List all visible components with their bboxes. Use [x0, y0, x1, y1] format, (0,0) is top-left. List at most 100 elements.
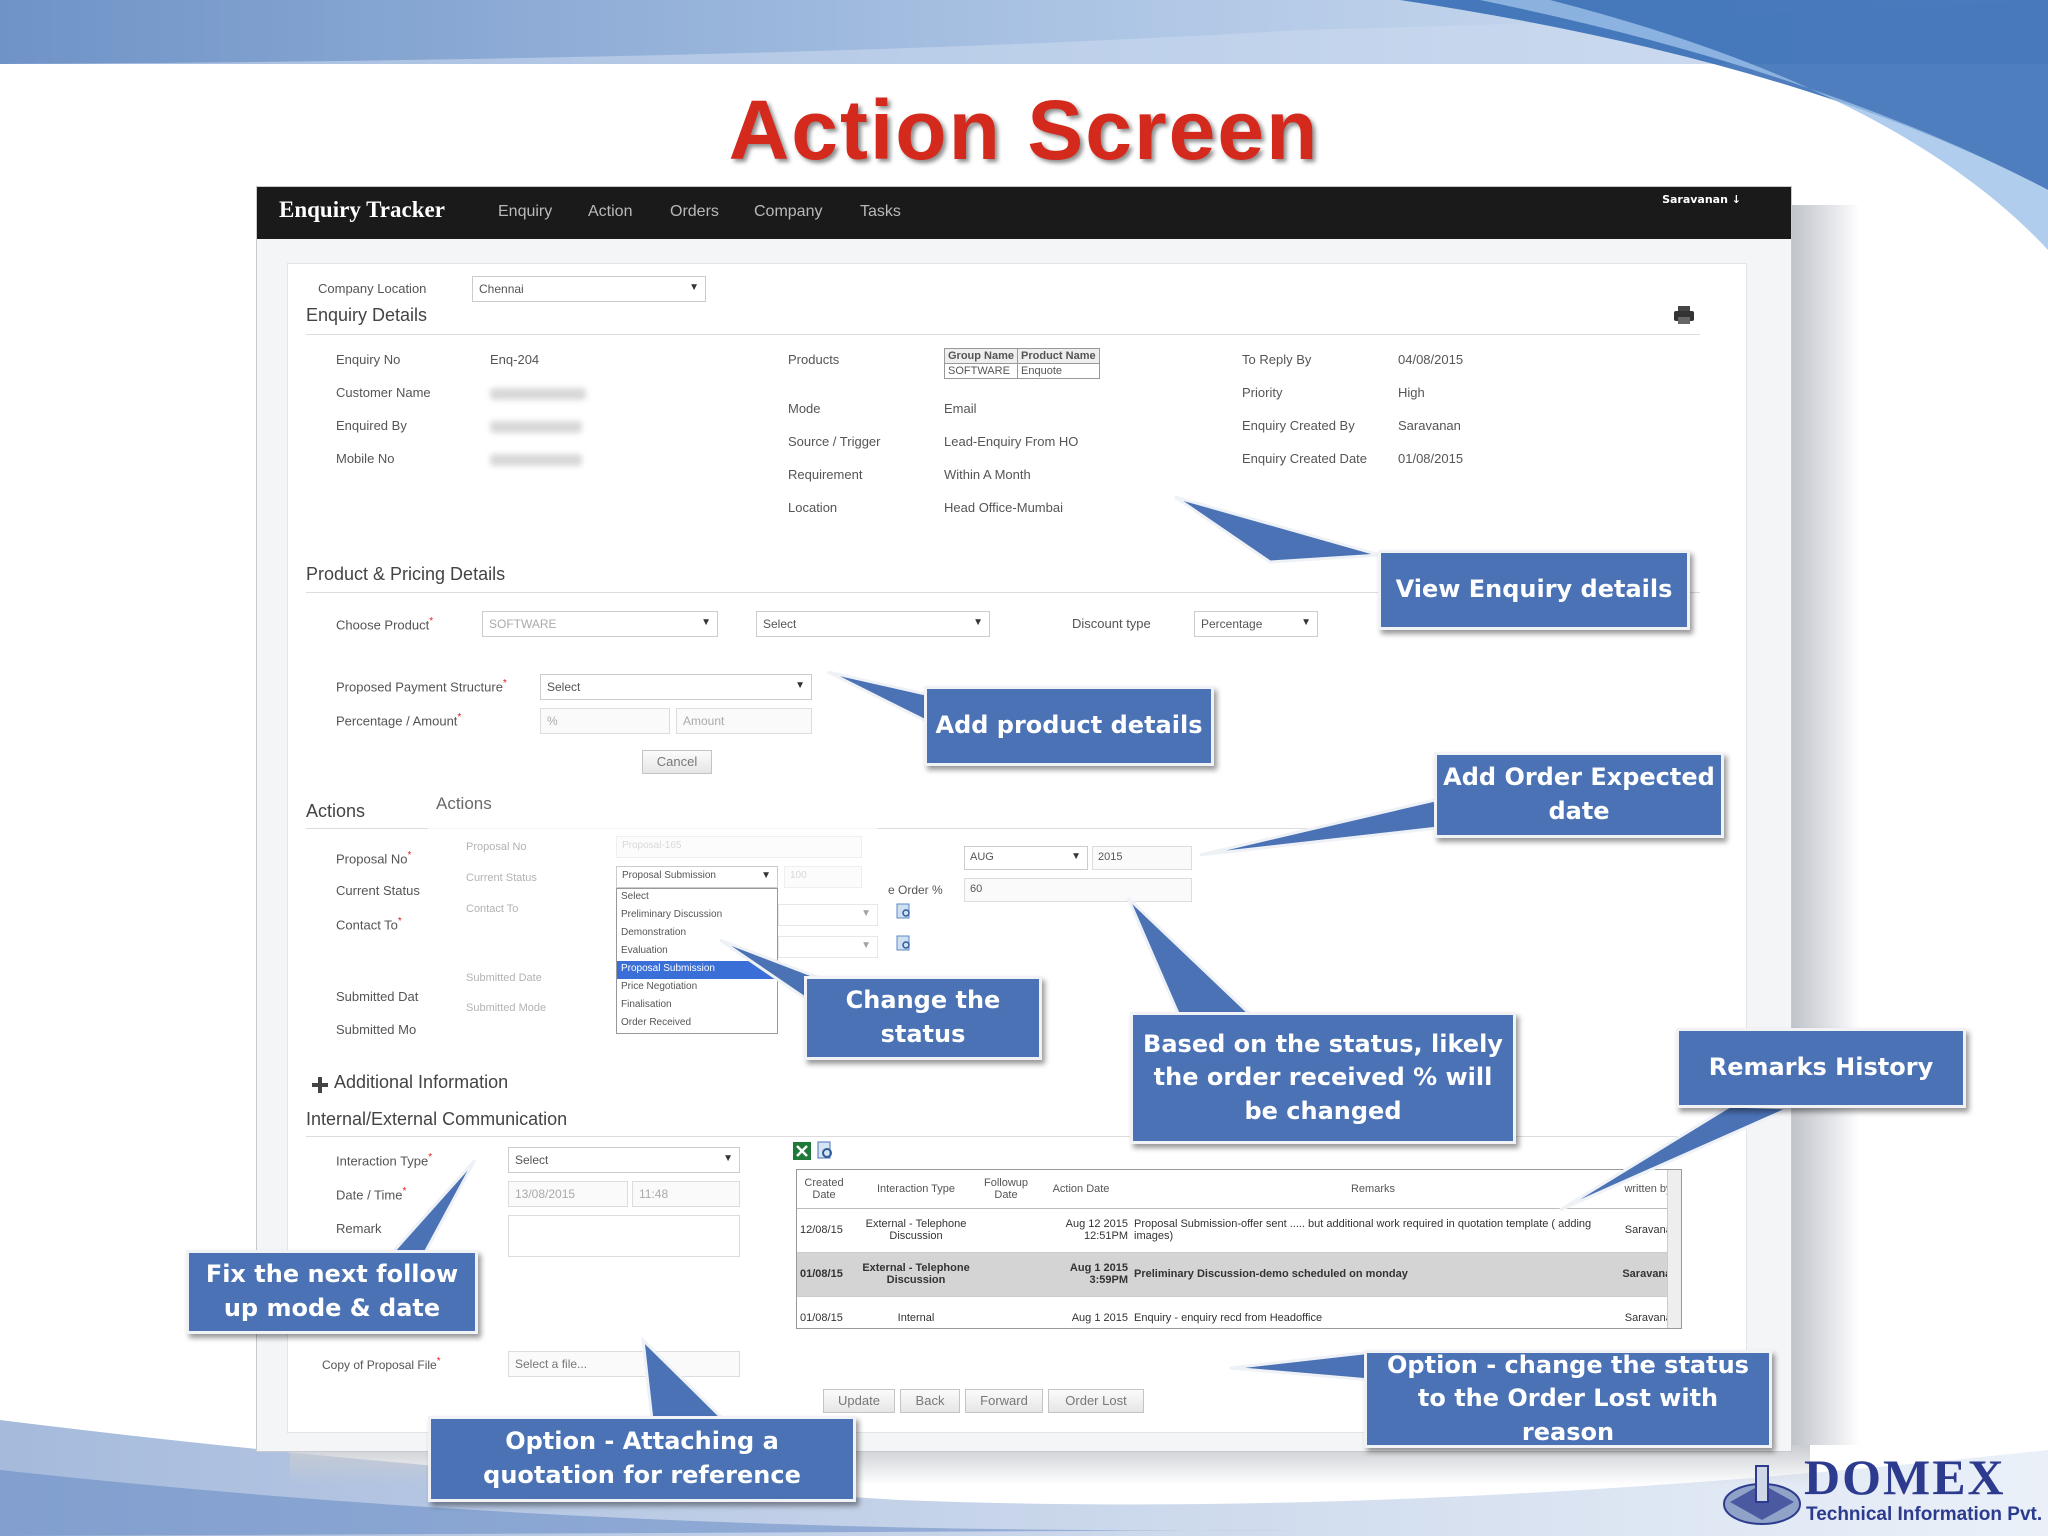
- status-option[interactable]: Evaluation: [621, 945, 668, 956]
- caret-down-icon: ▼: [1301, 617, 1311, 628]
- nav-enquiry[interactable]: Enquiry: [498, 203, 553, 220]
- order-percent-label: e Order %: [888, 883, 943, 897]
- mode-value: Email: [944, 401, 977, 416]
- proposal-file-label: Copy of Proposal File*: [322, 1356, 441, 1372]
- choose-product-select[interactable]: SOFTWARE ▼: [482, 611, 718, 637]
- customer-name-redacted: [490, 388, 586, 400]
- status-option[interactable]: Preliminary Discussion: [621, 909, 723, 920]
- caret-down-icon: ▼: [761, 870, 771, 881]
- pricing-heading: Product & Pricing Details: [306, 564, 506, 584]
- excel-export-icon[interactable]: [792, 1141, 812, 1161]
- company-location-select[interactable]: Chennai▼: [472, 276, 706, 302]
- update-button[interactable]: Update: [823, 1389, 895, 1413]
- nav-tasks[interactable]: Tasks: [860, 203, 901, 220]
- plus-icon[interactable]: [310, 1075, 330, 1095]
- date-input[interactable]: 13/08/2015: [508, 1181, 628, 1207]
- nav-orders[interactable]: Orders: [670, 203, 719, 220]
- product-item-select[interactable]: Select▼: [756, 611, 990, 637]
- payment-structure-select[interactable]: Select▼: [540, 674, 812, 700]
- enquiry-no-label: Enquiry No: [336, 352, 401, 367]
- status-option[interactable]: Order Received: [621, 1017, 692, 1028]
- communication-heading: Internal/External Communication: [306, 1109, 568, 1129]
- percentage-amount-text: Percentage / Amount: [336, 713, 458, 729]
- table-row[interactable]: 01/08/15 Internal Aug 1 2015 Enquiry - e…: [797, 1296, 1681, 1328]
- proposal-no-text: Proposal No: [336, 851, 408, 867]
- expected-year-input[interactable]: 2015: [1092, 846, 1192, 870]
- status-option[interactable]: Select: [621, 891, 649, 902]
- status-dropdown[interactable]: Select Preliminary Discussion Demonstrat…: [616, 888, 778, 1034]
- col-action-date: Action Date: [1031, 1170, 1131, 1209]
- caret-down-icon: ▼: [701, 617, 711, 628]
- forward-button[interactable]: Forward: [965, 1389, 1043, 1413]
- user-name: Saravanan: [1662, 193, 1728, 206]
- caret-down-icon: ▼: [795, 680, 805, 691]
- current-status-select[interactable]: Proposal Submission▼: [616, 866, 778, 888]
- enquiry-no-value: Enq-204: [490, 352, 540, 367]
- interaction-type-select[interactable]: Select▼: [508, 1147, 740, 1173]
- overlay-proposal-no-input[interactable]: Proposal-165: [616, 836, 862, 858]
- submitted-date-label: Submitted Dat: [336, 989, 419, 1004]
- cancel-button[interactable]: Cancel: [642, 750, 712, 774]
- remarks-textarea[interactable]: [508, 1215, 740, 1257]
- status-option-selected[interactable]: Proposal Submission: [617, 961, 777, 979]
- enquiry-created-by-label: Enquiry Created By: [1242, 418, 1355, 433]
- enquiry-created-date-label: Enquiry Created Date: [1242, 451, 1368, 466]
- table-row[interactable]: 01/08/15 External - Telephone Discussion…: [797, 1252, 1681, 1297]
- discount-type-label: Discount type: [1072, 616, 1151, 631]
- overlay-current-status-label: Current Status: [466, 872, 537, 884]
- order-percent-input[interactable]: 60: [964, 878, 1192, 902]
- cell-created-date: 12/08/15: [797, 1208, 851, 1253]
- table-row[interactable]: 12/08/15 External - Telephone Discussion…: [797, 1208, 1681, 1253]
- enquiry-created-by-value: Saravanan: [1398, 418, 1461, 433]
- expected-month-select[interactable]: AUG▼: [964, 846, 1088, 870]
- cell-interaction-type: Internal: [851, 1296, 981, 1328]
- expected-month-value: AUG: [970, 851, 994, 863]
- user-menu[interactable]: Saravanan ↓: [1662, 193, 1741, 206]
- contact-to-select[interactable]: ▼: [778, 904, 878, 926]
- app-brand[interactable]: Enquiry Tracker: [279, 197, 445, 222]
- status-option[interactable]: Price Negotiation: [621, 981, 698, 992]
- date-time-label: Date / Time*: [336, 1186, 406, 1202]
- time-input[interactable]: 11:48: [632, 1181, 740, 1207]
- current-status-label: Current Status: [336, 883, 420, 898]
- percentage-input[interactable]: %: [540, 708, 670, 734]
- lookup-icon[interactable]: [896, 935, 912, 951]
- additional-info-toggle[interactable]: Additional Information: [334, 1072, 509, 1092]
- caret-down-icon: ▼: [973, 617, 983, 628]
- choose-product-value: SOFTWARE: [489, 617, 557, 631]
- callout-add-product: Add product details: [924, 686, 1214, 766]
- discount-type-select[interactable]: Percentage▼: [1194, 611, 1318, 637]
- caret-down-icon: ▼: [689, 282, 699, 293]
- history-scrollbar[interactable]: [1667, 1170, 1681, 1328]
- callout-remarks-history: Remarks History: [1676, 1028, 1966, 1108]
- required-marker: *: [397, 916, 402, 927]
- choose-product-label: Choose Product*: [336, 616, 433, 632]
- submitted-mode-select[interactable]: ▼: [778, 936, 878, 958]
- cell-action-date: Aug 12 2015 12:51PM: [1031, 1208, 1131, 1253]
- lookup-icon[interactable]: [896, 903, 912, 919]
- cell-interaction-type: External - Telephone Discussion: [851, 1208, 981, 1253]
- callout-order-lost: Option - change the status to the Order …: [1364, 1350, 1772, 1448]
- priority-value: High: [1398, 385, 1425, 400]
- amount-input[interactable]: Amount: [676, 708, 812, 734]
- status-percent-input[interactable]: 100: [784, 866, 862, 888]
- print-preview-icon[interactable]: [816, 1141, 834, 1161]
- proposal-no-label: Proposal No*: [336, 850, 411, 866]
- source-trigger-label: Source / Trigger: [788, 434, 881, 449]
- nav-action[interactable]: Action: [588, 203, 633, 220]
- status-option[interactable]: Finalisation: [621, 999, 672, 1010]
- logo-subtitle: Technical Information Pvt. Ltd.: [1806, 1504, 2048, 1525]
- nav-company[interactable]: Company: [754, 203, 823, 220]
- order-lost-button[interactable]: Order Lost: [1048, 1389, 1144, 1413]
- overlay-proposal-no-label: Proposal No: [466, 841, 527, 853]
- enquiry-created-date-value: 01/08/2015: [1398, 451, 1464, 466]
- back-button[interactable]: Back: [900, 1389, 960, 1413]
- cell-followup-date: [981, 1252, 1031, 1297]
- print-icon[interactable]: [1673, 304, 1695, 326]
- top-navbar: Enquiry Tracker Enquiry Action Orders Co…: [257, 187, 1791, 239]
- overlay-contact-to-label: Contact To: [466, 903, 519, 915]
- status-option[interactable]: Demonstration: [621, 927, 687, 938]
- proposal-file-input[interactable]: Select a file...: [508, 1351, 740, 1377]
- divider: [306, 1136, 1700, 1137]
